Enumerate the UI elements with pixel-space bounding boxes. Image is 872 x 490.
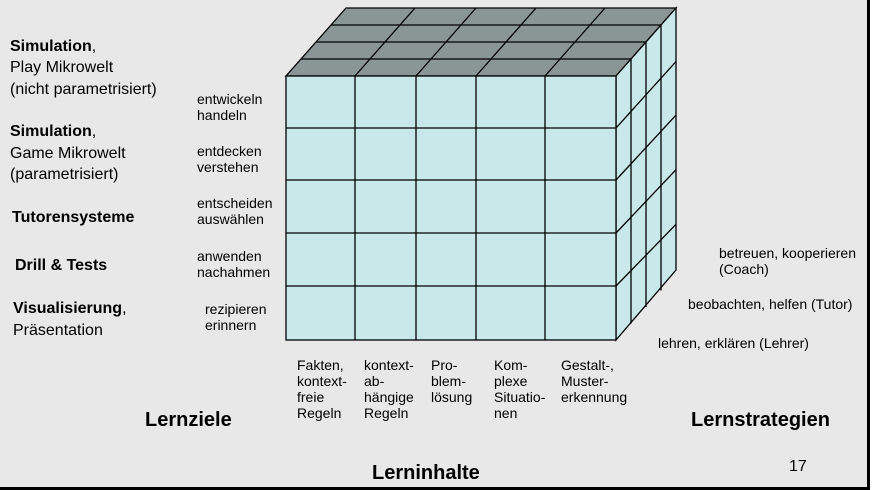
row-type-1: Simulation, xyxy=(10,38,97,55)
row-type-5-line2: Präsentation xyxy=(13,322,103,339)
cube-front-face xyxy=(285,75,617,341)
row-type-1-line3: (nicht parametrisiert) xyxy=(10,81,157,98)
content-col-3: Pro-blem-lösung xyxy=(431,357,473,405)
axis-title-content: Lerninhalte xyxy=(372,462,480,484)
row-type-2: Simulation, xyxy=(10,123,97,140)
strategy-3: lehren, erklären (Lehrer) xyxy=(658,335,809,351)
row-type-5: Visualisierung, xyxy=(13,300,127,317)
content-col-5: Gestalt-,Muster-erkennung xyxy=(561,357,628,405)
axis-title-goals: Lernziele xyxy=(145,409,232,431)
row-type-2-line2: Game Mikrowelt xyxy=(10,145,126,162)
row-type-3: Tutorensysteme xyxy=(12,209,135,226)
strategy-2: beobachten, helfen (Tutor) xyxy=(688,296,853,312)
axis-title-strategies: Lernstrategien xyxy=(691,409,830,431)
row-type-1-line2: Play Mikrowelt xyxy=(10,59,114,76)
page-number: 17 xyxy=(789,458,807,475)
row-type-2-line3: (parametrisiert) xyxy=(10,166,119,183)
strategy-1: betreuen, kooperieren(Coach) xyxy=(719,245,856,277)
row-type-4: Drill & Tests xyxy=(15,257,108,274)
